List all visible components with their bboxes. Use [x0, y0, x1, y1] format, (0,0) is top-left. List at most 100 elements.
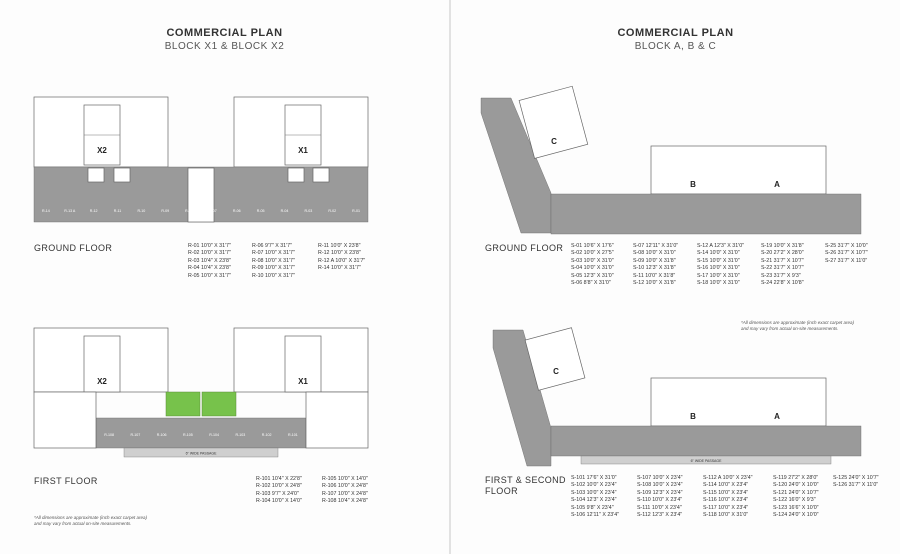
schedule-row: S-11 10'0" X 31'8": [633, 272, 676, 279]
schedule-row: R-12 A 10'0" X 31'7": [318, 257, 366, 264]
first-schedule-col-1: S-101 17'6" X 31'0" S-102 10'0" X 23'4" …: [571, 475, 619, 519]
schedule-row: S-17 10'0" X 31'0": [697, 272, 740, 279]
schedule-row: R-02 10'0" X 31'7": [188, 250, 231, 257]
ground-schedule-col-1: S-01 10'6" X 17'6" S-02 10'0" X 27'5" S-…: [571, 243, 614, 287]
footnote-line: *All dimensions are approximate (inch ex…: [741, 320, 855, 325]
shop-label: R-03: [304, 209, 312, 213]
ground-central-stair: [187, 167, 215, 223]
shop-label: R-105: [183, 433, 193, 437]
ground-shops-band: [550, 193, 862, 235]
schedule-row: R-103 9'7" X 24'0": [256, 490, 299, 497]
schedule-row: S-116 10'0" X 23'4": [703, 497, 749, 504]
green-shop-r105: [165, 391, 201, 417]
schedule-row: S-12 10'0" X 31'8": [633, 279, 676, 286]
schedule-row: R-06 9'7" X 31'7": [252, 243, 292, 249]
schedule-row: S-21 31'7" X 10'7": [761, 257, 804, 264]
block-c-label: C: [551, 137, 557, 146]
ground-floor-label: GROUND FLOOR: [485, 243, 564, 253]
block-x2-label: X2: [97, 146, 107, 155]
footnote: *All dimensions are approximate (inch ex…: [741, 320, 854, 332]
schedule-row: S-125 24'0" X 10'7": [833, 475, 879, 481]
page-title: COMMERCIAL PLAN: [617, 27, 734, 39]
first-floor-label: FIRST FLOOR: [34, 476, 98, 486]
schedule-row: S-22 31'7" X 10'7": [761, 265, 804, 272]
schedule-row: S-15 10'0" X 31'0": [697, 257, 740, 264]
schedule-row: S-106 12'11" X 23'4": [571, 511, 620, 518]
schedule-row: S-01 10'6" X 17'6": [571, 243, 614, 249]
schedule-row: R-102 10'0" X 24'8": [256, 483, 302, 490]
green-shop-r104: [201, 391, 237, 417]
shop-label: R-02: [328, 209, 336, 213]
schedule-row: R-01 10'0" X 31'7": [188, 243, 231, 249]
schedule-row: S-02 10'0" X 27'5": [571, 250, 614, 257]
schedule-row: S-119 27'2" X 28'0": [773, 475, 819, 481]
schedule-row: S-107 10'0" X 23'4": [637, 475, 683, 481]
schedule-row: S-105 9'8" X 23'4": [571, 504, 614, 511]
shop-label: R-103: [235, 433, 245, 437]
shop-label: R-102: [262, 433, 272, 437]
ground-schedule-col-2: R-06 9'7" X 31'7" R-07 10'0" X 31'7" R-0…: [252, 243, 295, 280]
schedule-row: S-111 10'0" X 23'4": [637, 504, 682, 511]
schedule-row: S-05 12'3" X 31'0": [571, 272, 614, 279]
first-schedule-col-3: S-112 A 10'0" X 23'4" S-114 10'0" X 23'4…: [703, 475, 753, 519]
first-schedule-col-1: R-101 10'4" X 22'8" R-102 10'0" X 24'8" …: [256, 476, 302, 506]
schedule-row: S-103 10'0" X 23'4": [571, 489, 617, 496]
shop-label: R-12: [90, 209, 98, 213]
schedule-row: S-110 10'0" X 23'4": [637, 497, 683, 504]
schedule-row: S-26 31'7" X 10'7": [825, 250, 868, 257]
schedule-row: R-107 10'0" X 24'8": [322, 490, 368, 497]
first-schedule-col-4: S-119 27'2" X 28'0" S-120 24'0" X 10'0" …: [773, 475, 819, 519]
shop-label: R-108: [104, 433, 114, 437]
schedule-row: S-118 10'0" X 31'0": [703, 511, 749, 518]
schedule-row: S-20 27'2" X 28'0": [761, 250, 804, 257]
shop-label: R-04: [281, 209, 289, 213]
schedule-row: S-16 10'0" X 31'0": [697, 265, 740, 272]
schedule-row: R-09 10'0" X 31'7": [252, 265, 295, 272]
schedule-row: R-08 10'0" X 31'7": [252, 257, 295, 264]
first-shops-band: [550, 425, 862, 457]
first-floor-label-line: FLOOR: [485, 486, 519, 496]
shop-label: R-08: [185, 209, 193, 213]
ground-floor-plan-abc: C B A: [480, 85, 862, 235]
block-ab-outline: [650, 145, 827, 195]
first-shops-band: [95, 417, 307, 449]
first-floor-label: FIRST & SECOND FLOOR: [485, 475, 566, 497]
schedule-row: R-108 10'4" X 24'8": [322, 498, 368, 505]
schedule-row: R-05 10'0" X 31'7": [188, 272, 231, 279]
shop-label: R-13 A: [64, 209, 76, 213]
passage-label: 6'' WIDE PASSAGE: [186, 452, 218, 456]
block-ab-outline: [650, 377, 827, 427]
schedule-row: R-03 10'4" X 23'8": [188, 257, 231, 264]
block-c-shops: [492, 329, 552, 467]
block-a-label: A: [774, 412, 780, 421]
shop-label: R-11: [114, 209, 122, 213]
schedule-row: R-12 10'0" X 23'8": [318, 250, 361, 257]
schedule-row: S-12 A 12'3" X 31'0": [697, 243, 745, 249]
schedule-row: S-117 10'0" X 23'4": [703, 504, 749, 511]
shop-label: R-106: [157, 433, 167, 437]
shop-label: R-01: [352, 209, 360, 213]
schedule-row: S-27 31'7" X 11'0": [825, 257, 868, 264]
left-page: COMMERCIAL PLAN BLOCK X1 & BLOCK X2 X2 X…: [0, 0, 449, 554]
schedule-row: S-115 10'0" X 23'4": [703, 489, 749, 496]
block-x1-label: X1: [298, 377, 308, 386]
schedule-row: S-14 10'0" X 31'0": [697, 250, 740, 257]
passage-label: 6'' WIDE PASSAGE: [691, 459, 723, 463]
shop-label: R-10: [137, 209, 145, 213]
footnote-line: *All dimensions are approximate (inch ex…: [34, 515, 148, 520]
schedule-row: R-04 10'4" X 23'8": [188, 265, 231, 272]
shop-label: R-101: [288, 433, 298, 437]
passage: [580, 455, 832, 465]
first-floor-plan-abc: C B A 6'' WIDE PASSAGE: [492, 327, 862, 467]
schedule-row: S-121 24'0" X 10'7": [773, 489, 819, 496]
footnote-line: and may vary from actual on-site measure…: [741, 326, 839, 331]
schedule-row: S-19 10'0" X 31'8": [761, 243, 804, 249]
footnote-line: and may vary from actual on-site measure…: [34, 521, 132, 526]
schedule-row: S-104 12'3" X 23'4": [571, 497, 617, 504]
schedule-row: R-101 10'4" X 22'8": [256, 476, 302, 482]
first-schedule-col-5: S-125 24'0" X 10'7" S-126 31'7" X 11'0": [833, 475, 879, 490]
block-x2-label: X2: [97, 377, 107, 386]
